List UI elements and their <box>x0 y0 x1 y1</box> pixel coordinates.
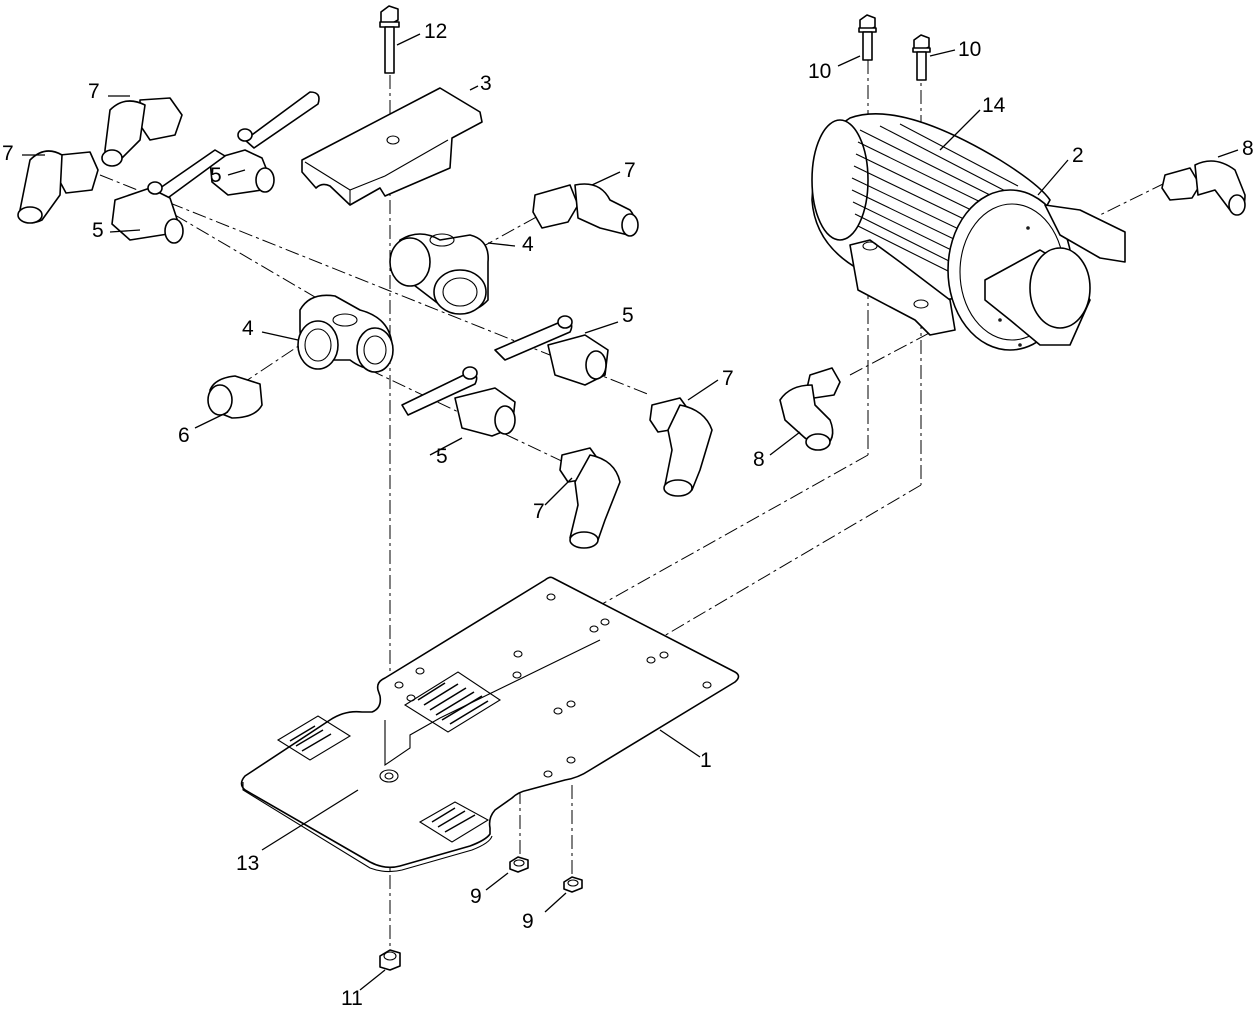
callout-7-c: 7 <box>624 159 636 182</box>
callout-11: 11 <box>341 987 363 1010</box>
callout-10-left: 10 <box>808 60 831 83</box>
ball-valve-left <box>111 181 184 244</box>
nut-bottom <box>379 949 401 971</box>
callout-6: 6 <box>178 424 190 447</box>
bolt-long <box>379 5 400 74</box>
bolt-short-left <box>858 14 877 61</box>
ball-valve-right <box>494 315 609 386</box>
elbow-fitting-e <box>559 447 621 549</box>
callout-5-top: 5 <box>210 164 222 187</box>
ball-valve-bottom <box>401 366 516 437</box>
tee-lower <box>297 294 394 373</box>
elbow-fitting-d <box>649 397 713 497</box>
callout-10-right: 10 <box>958 38 981 61</box>
callout-9-left: 9 <box>470 885 482 908</box>
callout-7-a: 7 <box>88 80 100 103</box>
elbow-fitting-c <box>532 183 639 237</box>
ball-valve-top <box>149 91 320 201</box>
callout-5-bottom: 5 <box>436 445 448 468</box>
elbow-fitting-pump-inlet <box>779 367 841 451</box>
elbow-fitting-b <box>17 150 99 224</box>
callout-5-right: 5 <box>622 304 634 327</box>
elbow-fitting-a <box>101 97 183 167</box>
nut-left <box>509 856 529 873</box>
callout-4-upper: 4 <box>522 233 534 256</box>
callout-9-right: 9 <box>522 910 534 933</box>
callout-labels: 1 2 3 4 4 5 5 5 5 6 7 7 7 7 7 8 8 9 9 10… <box>2 20 1254 1010</box>
elbow-fitting-pump-outlet <box>1161 160 1246 216</box>
callout-2: 2 <box>1072 144 1084 167</box>
bolt-short-right <box>912 34 931 81</box>
callout-3: 3 <box>480 72 492 95</box>
nut-right <box>563 876 583 893</box>
callout-4-lower: 4 <box>242 317 254 340</box>
warning-decal <box>276 671 502 843</box>
callout-12: 12 <box>424 20 447 43</box>
callout-7-e: 7 <box>533 500 545 523</box>
callout-7-b: 7 <box>2 142 14 165</box>
straight-fitting <box>207 375 263 419</box>
bracket <box>301 87 483 206</box>
callout-5-left: 5 <box>92 219 104 242</box>
callout-7-d: 7 <box>722 367 734 390</box>
pump-motor <box>811 113 1126 351</box>
tee-upper <box>389 233 489 315</box>
leader-lines <box>22 33 1239 991</box>
callout-8-right: 8 <box>1242 137 1254 160</box>
plate-holes <box>379 593 712 783</box>
base-plate <box>240 576 740 873</box>
callout-13: 13 <box>236 852 259 875</box>
callout-1: 1 <box>700 749 712 772</box>
callout-14: 14 <box>982 94 1006 117</box>
callout-8-left: 8 <box>753 448 765 471</box>
